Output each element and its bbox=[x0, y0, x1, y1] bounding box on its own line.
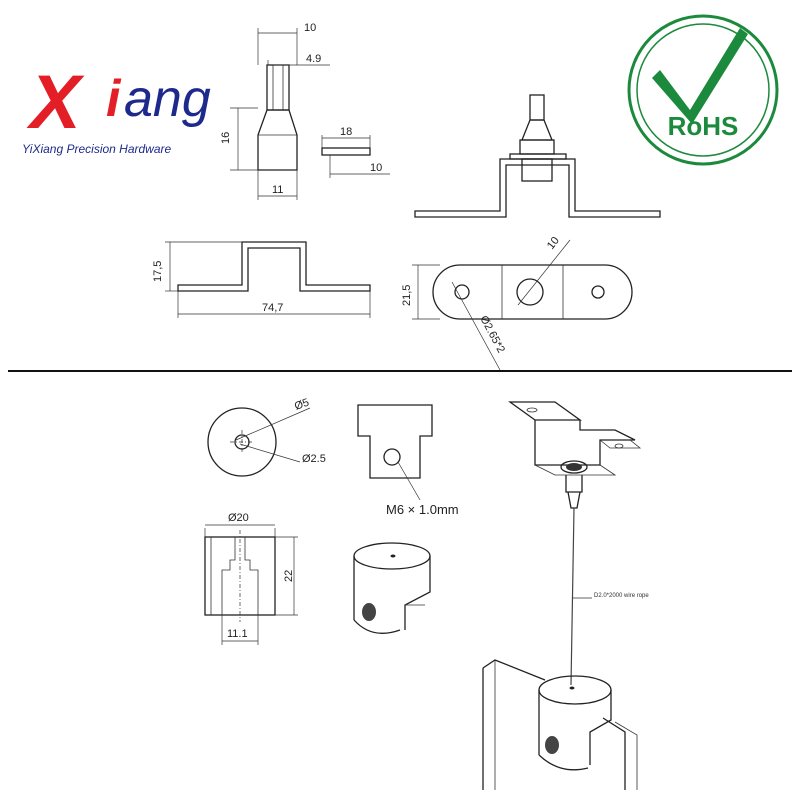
dim-10-diag: 10 bbox=[545, 235, 562, 252]
bracket-assembly-view bbox=[414, 94, 661, 218]
dim-2-65: Ø2.65*2 bbox=[477, 314, 507, 355]
dim-74-7: 74,7 bbox=[262, 302, 283, 314]
bracket-plan-view: 21,5 10 Ø2.65*2 bbox=[401, 235, 633, 371]
rohs-text: RoHS bbox=[668, 111, 739, 141]
dim-d20: Ø20 bbox=[228, 512, 249, 524]
checkmark-icon bbox=[652, 28, 748, 124]
dim-10-top: 10 bbox=[304, 22, 316, 34]
bracket-side-view: 17,5 74,7 bbox=[152, 241, 371, 318]
dim-m6: M6 × 1.0mm bbox=[386, 502, 459, 517]
dim-11: 11 bbox=[272, 184, 283, 196]
rohs-badge: RoHS bbox=[627, 14, 779, 166]
logo-subtitle: YiXiang Precision Hardware bbox=[22, 142, 172, 156]
dim-10-side: 10 bbox=[370, 162, 382, 174]
logo-ang: ang bbox=[124, 70, 211, 128]
block-top-view: Ø5 Ø2.5 bbox=[207, 397, 326, 477]
washer-side-view: 18 10 bbox=[321, 126, 390, 178]
logo: X i ang YiXiang Precision Hardware bbox=[22, 60, 211, 156]
full-assembly-view: D2.0*2000 wire rope bbox=[482, 401, 649, 790]
block-section-view: Ø20 22 11.1 bbox=[204, 512, 298, 645]
ferrule-side-view: 10 4.9 16 11 bbox=[220, 22, 330, 200]
dim-16: 16 bbox=[220, 132, 232, 144]
dim-d2-5: Ø2.5 bbox=[302, 453, 326, 465]
logo-x: X bbox=[26, 60, 85, 145]
dim-21-5: 21,5 bbox=[401, 285, 413, 306]
block-front-view: M6 × 1.0mm bbox=[357, 404, 459, 517]
dim-d5: Ø5 bbox=[293, 397, 311, 413]
dim-22: 22 bbox=[283, 570, 295, 582]
wire-label: D2.0*2000 wire rope bbox=[594, 593, 649, 599]
dim-11-1: 11.1 bbox=[227, 628, 248, 640]
dim-17-5: 17,5 bbox=[152, 261, 164, 282]
logo-i: i bbox=[106, 70, 122, 128]
dim-4-9: 4.9 bbox=[306, 53, 321, 65]
block-iso-view bbox=[353, 542, 431, 634]
dim-18: 18 bbox=[340, 126, 352, 138]
